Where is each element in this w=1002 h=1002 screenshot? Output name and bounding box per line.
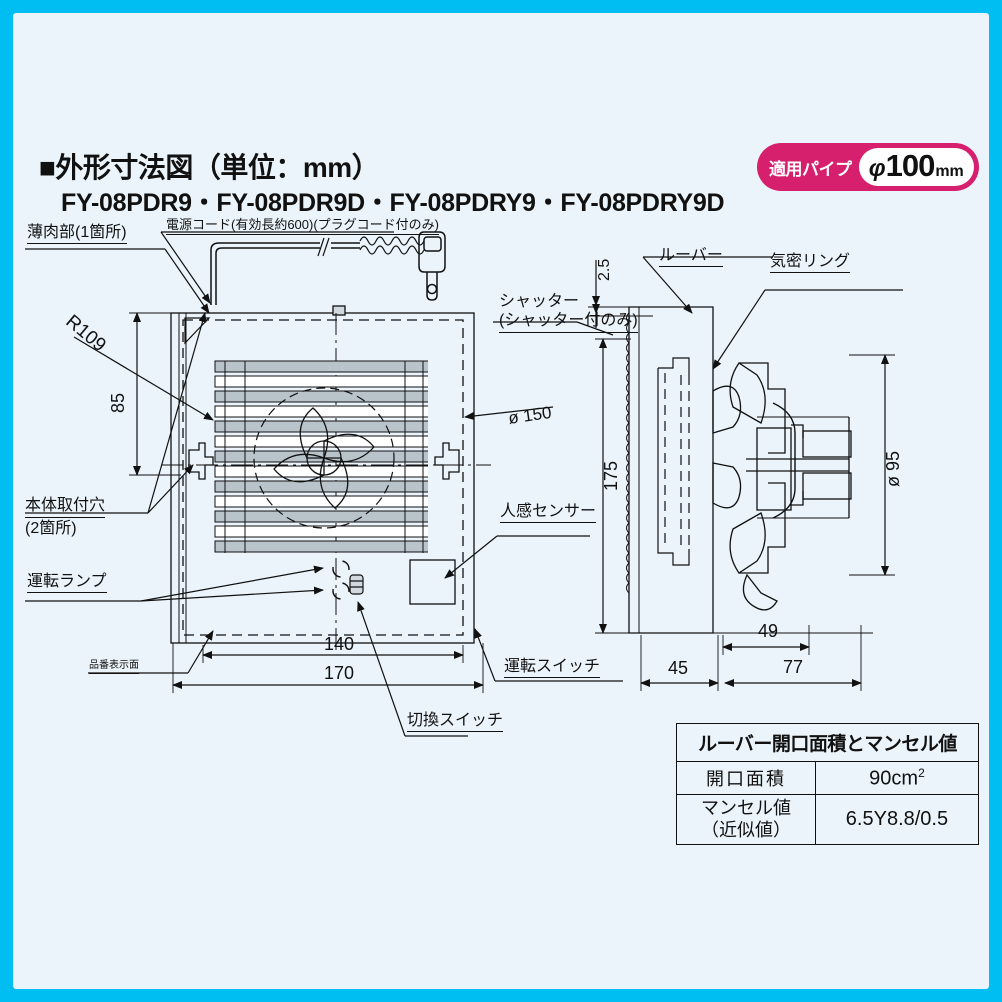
dim-45 [640,635,719,691]
model-plate-leader [88,630,214,674]
table-row-value: 6.5Y8.8/0.5 [814,793,980,846]
callout-shutter: シャッター (シャッター付のみ) [499,293,638,333]
dim-phi95 [849,354,895,576]
power-cord-leader [160,231,394,304]
dim-170 [172,643,484,693]
dim-label-2point5: 2.5 [596,258,613,281]
human-sensor-window [409,559,456,605]
operation-switch-leader [474,628,623,682]
badge-value: 100 [885,148,936,183]
badge-phi-symbol: φ [868,155,886,182]
badge-label: 適用パイプ [769,159,852,179]
dim-label-phi95: ø 95 [883,450,903,487]
phi150-leader [464,406,554,420]
change-switch [349,574,364,595]
callout-model-plate: 品番表示面 [89,660,139,674]
dim-77 [724,625,862,691]
fan-blades [273,407,375,509]
table-row-value: 90cm2 [814,761,980,795]
human-sensor-leader [444,535,590,579]
r109-leader [73,336,214,421]
dim-label-77: 77 [783,657,804,677]
dim-label-170: 170 [324,663,355,683]
callout-operation-switch: 運転スイッチ [504,658,601,678]
callout-mount-hole: 本体取付穴 (2箇所) [25,497,106,537]
front-body-outline [170,312,475,644]
callout-airtight-ring: 気密リング [770,253,851,273]
power-cord [210,231,446,305]
callout-operation-lamp: 運転ランプ [27,573,107,593]
change-switch-leader [357,601,468,737]
shutter-callout-leader [493,321,614,336]
mount-hole-leaders [25,312,207,514]
drawing-canvas: ■外形寸法図（単位：mm） FY-08PDR9・FY-08PDR9D・FY-08… [13,13,989,989]
dim-49 [722,625,810,655]
louver-leader [642,256,773,314]
table-header-row: ルーバー開口面積とマンセル値 [676,723,979,762]
table-row-label: 開口面積 [676,761,816,795]
airtight-ring-leader [712,289,903,370]
technical-drawing [25,231,903,737]
table-title: ルーバー開口面積とマンセル値 [676,723,979,762]
badge-value-area: φ 100 mm [858,148,974,186]
dim-85 [129,312,181,476]
front-louver-frame [182,319,464,636]
page-title: ■外形寸法図（単位：mm） [39,152,380,183]
operation-lamp-leaders [25,565,324,602]
callout-thin-wall: 薄肉部(1箇所) [27,224,127,244]
dim-label-175: 175 [601,460,621,491]
model-numbers: FY-08PDR9・FY-08PDR9D・FY-08PDRY9・FY-08PDR… [61,189,725,217]
louver-side-plate [626,306,714,634]
callout-human-sensor: 人感センサー [500,503,597,523]
dim-label-45: 45 [668,658,689,678]
dim-label-85: 85 [108,392,128,413]
shutter-assembly [657,357,690,566]
dim-140 [202,645,464,663]
spec-table: ルーバー開口面積とマンセル値 開口面積 90cm2 マンセル値 （近似値） 6.… [676,723,980,846]
callout-power-cord: 電源コード(有効長約600)(プラグコード付のみ) [166,217,440,235]
badge-unit: mm [935,163,964,180]
dim-label-49: 49 [758,621,779,641]
fan-impeller [253,387,395,529]
pipe-size-badge: 適用パイプ φ 100 mm [757,143,979,191]
mounting-tabs [188,442,460,480]
dim-label-140: 140 [324,634,355,654]
fan-body-section [712,362,852,611]
thin-wall-leader [25,248,210,314]
callout-change-switch: 切換スイッチ [407,712,504,732]
table-row-label: マンセル値 （近似値） [676,793,816,846]
callout-louver: ルーバー [659,247,723,267]
operation-lamp-marks [332,560,350,600]
table-row: 開口面積 90cm2 [676,761,980,795]
table-row: マンセル値 （近似値） 6.5Y8.8/0.5 [676,793,980,846]
front-view-group [25,231,903,737]
